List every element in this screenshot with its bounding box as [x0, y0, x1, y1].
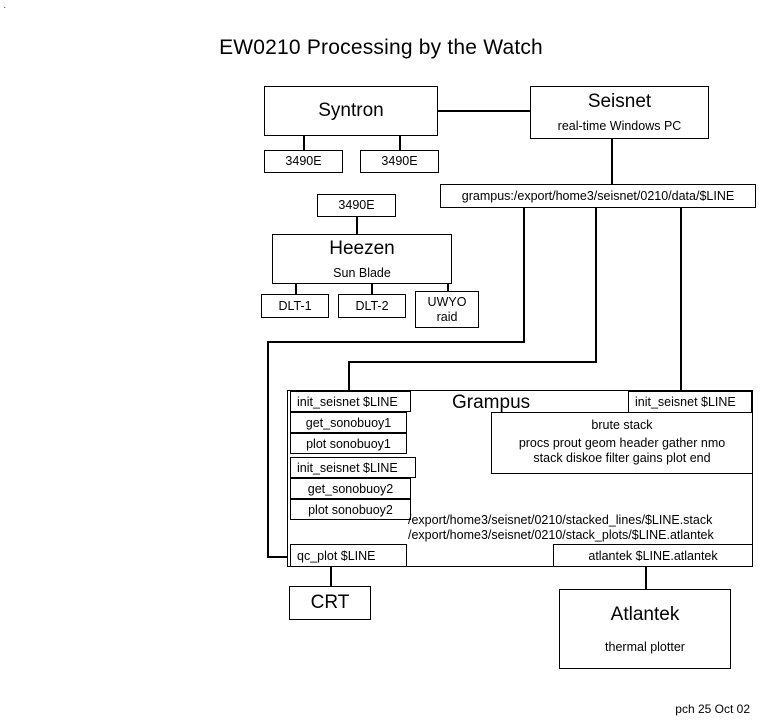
output-path-2: /export/home3/seisnet/0210/stack_plots/$…	[408, 528, 714, 542]
script-plot-sonobuoy1-label: plot sonobuoy1	[306, 436, 391, 451]
link-datapath-mid-horizontal	[348, 361, 597, 363]
link-into-sonobuoy-stack	[348, 361, 350, 390]
link-qcplot-crt	[330, 567, 332, 586]
node-heezen-subtitle: Sun Blade	[333, 265, 391, 280]
footer-credit: pch 25 Oct 02	[675, 702, 750, 716]
link-syntron-tape1	[303, 136, 305, 150]
output-path-1: /export/home3/seisnet/0210/stacked_lines…	[408, 513, 713, 527]
node-heezen-tape[interactable]: 3490E	[317, 194, 396, 217]
node-data-path[interactable]: grampus:/export/home3/seisnet/0210/data/…	[440, 184, 756, 208]
corner-mark: ·	[3, 2, 7, 13]
node-syntron-tape-1-label: 3490E	[285, 154, 322, 168]
node-dlt-2[interactable]: DLT-2	[338, 294, 406, 318]
node-dlt-1[interactable]: DLT-1	[261, 294, 329, 318]
script-init-seisnet-1-label: init_seisnet $LINE	[297, 394, 398, 409]
script-atlantek-cmd[interactable]: atlantek $LINE.atlantek	[553, 544, 753, 567]
node-atlantek-subtitle: thermal plotter	[605, 639, 685, 654]
script-plot-sonobuoy1[interactable]: plot sonobuoy1	[290, 433, 407, 454]
panel-grampus-label: Grampus	[452, 392, 531, 413]
node-dlt-1-label: DLT-1	[278, 298, 312, 313]
node-heezen-tape-label: 3490E	[338, 198, 375, 212]
link-datapath-mid-down	[595, 208, 597, 362]
node-syntron-label: Syntron	[318, 100, 384, 121]
script-get-sonobuoy1[interactable]: get_sonobuoy1	[290, 412, 407, 433]
script-atlantek-cmd-label: atlantek $LINE.atlantek	[588, 548, 718, 563]
link-uwyo-down	[523, 208, 525, 342]
link-uwyo-horizontal	[267, 341, 525, 343]
node-heezen-label: Heezen	[329, 237, 395, 259]
script-init-seisnet-right-label: init_seisnet $LINE	[635, 395, 736, 409]
script-get-sonobuoy2[interactable]: get_sonobuoy2	[290, 478, 411, 499]
script-init-seisnet-2-label: init_seisnet $LINE	[297, 460, 398, 475]
script-brute-stack-title: brute stack	[591, 418, 653, 432]
script-get-sonobuoy2-label: get_sonobuoy2	[307, 481, 394, 496]
link-datapath-right-down	[680, 208, 682, 390]
node-syntron[interactable]: Syntron	[264, 86, 438, 136]
link-heezen-uwyo	[447, 284, 449, 294]
node-syntron-tape-1[interactable]: 3490E	[264, 150, 343, 173]
node-crt[interactable]: CRT	[289, 586, 371, 620]
node-heezen[interactable]: Heezen Sun Blade	[272, 234, 452, 284]
link-heezen-dlt2	[371, 284, 373, 294]
node-seisnet[interactable]: Seisnet real-time Windows PC	[530, 86, 709, 139]
node-uwyo-raid[interactable]: UWYO raid	[415, 291, 479, 328]
link-syntron-tape2	[399, 136, 401, 150]
node-uwyo-raid-label: UWYO	[427, 294, 467, 309]
script-brute-stack[interactable]: brute stack procs prout geom header gath…	[491, 412, 753, 474]
node-dlt-2-label: DLT-2	[355, 298, 389, 313]
node-crt-label: CRT	[310, 592, 350, 613]
script-init-seisnet-2[interactable]: init_seisnet $LINE	[290, 457, 416, 478]
link-heezentape-heezen	[356, 217, 358, 234]
script-brute-stack-line-1: procs prout geom header gather nmo	[518, 436, 726, 450]
link-syntron-seisnet	[438, 110, 530, 112]
node-seisnet-label: Seisnet	[587, 91, 652, 112]
node-syntron-tape-2[interactable]: 3490E	[360, 150, 439, 173]
script-plot-sonobuoy2[interactable]: plot sonobuoy2	[290, 499, 411, 520]
node-uwyo-raid-sublabel: raid	[436, 309, 458, 324]
script-plot-sonobuoy2-label: plot sonobuoy2	[308, 502, 393, 517]
link-seisnet-datapath	[611, 139, 613, 184]
script-init-seisnet-1[interactable]: init_seisnet $LINE	[290, 391, 411, 412]
script-qc-plot[interactable]: qc_plot $LINE	[290, 544, 407, 567]
script-brute-stack-line-2: stack diskoe filter gains plot end	[533, 451, 711, 465]
script-init-seisnet-right[interactable]: init_seisnet $LINE	[628, 391, 752, 413]
page-title: EW0210 Processing by the Watch	[219, 36, 543, 59]
link-atlantekcmd-atlantek	[645, 567, 647, 589]
script-get-sonobuoy1-label: get_sonobuoy1	[305, 415, 392, 430]
node-data-path-label: grampus:/export/home3/seisnet/0210/data/…	[461, 188, 735, 203]
script-qc-plot-label: qc_plot $LINE	[297, 548, 376, 563]
node-seisnet-subtitle: real-time Windows PC	[557, 119, 682, 133]
node-syntron-tape-2-label: 3490E	[381, 154, 418, 168]
link-left-rail	[267, 341, 269, 557]
link-left-rail-to-qcplot	[267, 556, 290, 558]
link-heezen-dlt1	[295, 284, 297, 294]
node-atlantek[interactable]: Atlantek thermal plotter	[559, 589, 731, 669]
node-atlantek-label: Atlantek	[610, 603, 680, 625]
